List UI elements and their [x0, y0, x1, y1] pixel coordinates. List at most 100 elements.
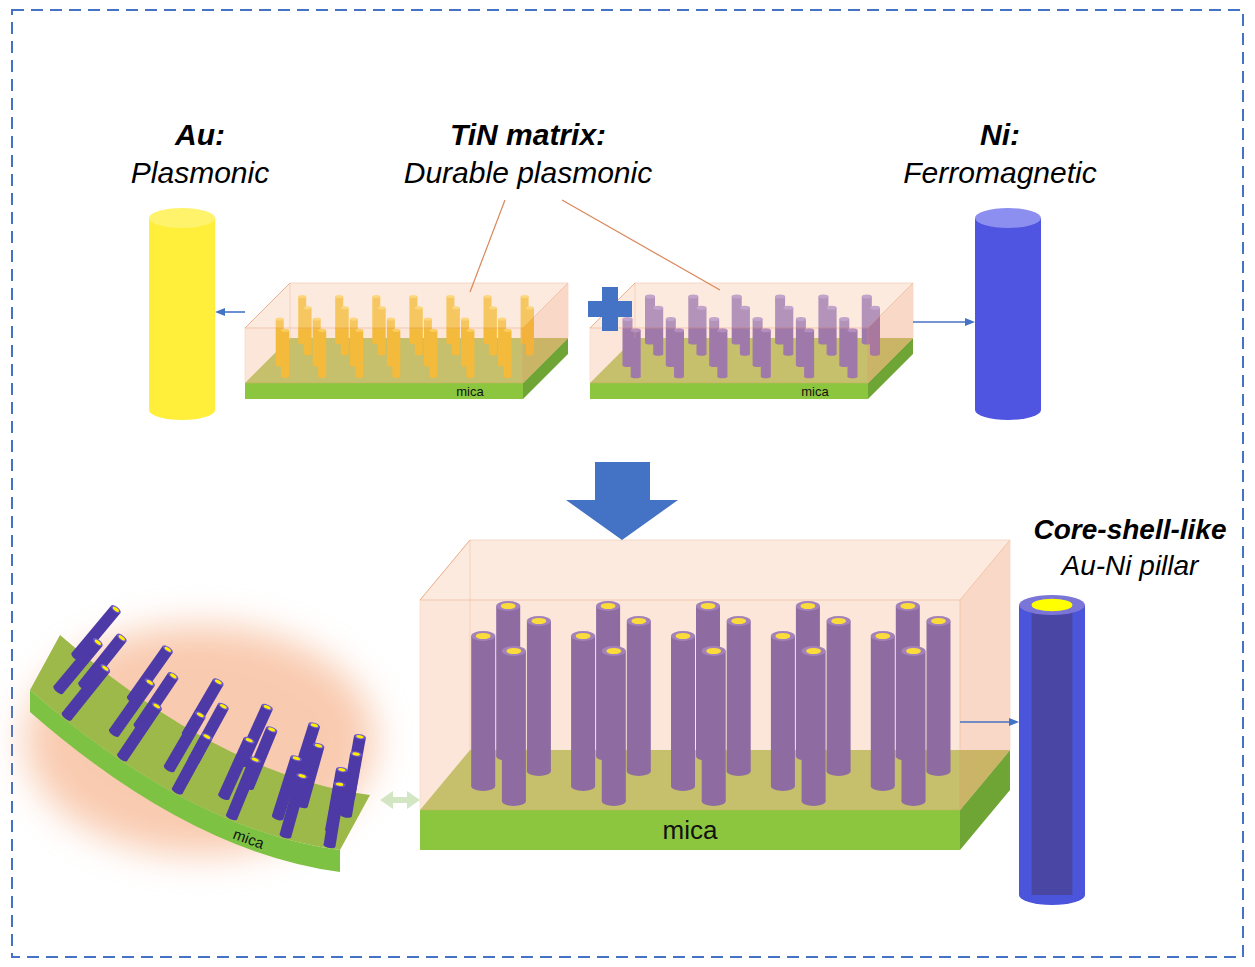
pillar-au-core: [203, 733, 211, 739]
pillar-top: [200, 731, 213, 741]
pillar-au-core: [352, 752, 360, 756]
au-tin-film: mica: [245, 283, 568, 399]
pillar-au-core: [164, 646, 172, 653]
double-arrow: [389, 797, 411, 803]
pillar-au-core: [196, 712, 204, 718]
matrix-front-face: [590, 328, 868, 383]
heading-text: Ni:: [903, 116, 1096, 154]
bent-nanopillar: [171, 731, 214, 796]
text-group: Core-shell-likeAu-Ni pillar: [1034, 512, 1227, 584]
matrix-edge: [420, 540, 470, 600]
film-drawings: [149, 208, 1085, 905]
substrate-label: mica: [663, 814, 718, 847]
mica-front-face: [245, 383, 523, 399]
substrate-label: mica: [801, 383, 828, 400]
matrix-edge: [635, 283, 636, 338]
bent-nanopillar: [116, 701, 163, 763]
pillar-top: [194, 710, 207, 720]
mica-front-face: [420, 810, 960, 850]
ni-tin-film: mica: [590, 283, 913, 399]
leader-line: [562, 200, 720, 290]
pillar-top: [143, 677, 156, 688]
pillar-core: [1032, 605, 1073, 895]
pillar-top: [1019, 595, 1085, 615]
pillar-au-core: [153, 703, 161, 710]
pillar-au-core: [356, 734, 364, 738]
pillar-body: [62, 664, 110, 720]
bent-nanopillar: [279, 772, 309, 840]
matrix-top-face: [590, 283, 913, 328]
pillar-top: [333, 781, 346, 788]
ni-pillar: Ni:Ferromagnetic: [975, 208, 1041, 420]
plus-sign: [588, 287, 632, 331]
pillar-body: [172, 734, 212, 794]
pillar-top: [150, 701, 163, 712]
pillar-top: [296, 772, 309, 780]
text-group: mica: [456, 383, 483, 400]
heading-text: Core-shell-like: [1034, 512, 1227, 548]
ni-film-box: [590, 283, 913, 399]
subtitle-text: Au-Ni pillar: [1034, 548, 1227, 584]
pillar-top: [212, 677, 225, 687]
matrix-side-face: [523, 283, 568, 383]
pillar-body: [226, 757, 261, 819]
mica-front-face: [590, 383, 868, 399]
leader-line: [470, 200, 505, 292]
au-ni-tin-film: mica: [420, 540, 960, 850]
pillar-au-core: [94, 639, 102, 646]
pillar-top: [99, 662, 111, 673]
pillar-au-core: [214, 679, 222, 685]
pillar-au-core: [310, 723, 318, 728]
bent-film: mica: [20, 600, 380, 890]
matrix-side-face: [868, 283, 913, 383]
pillar-au-core: [169, 672, 177, 679]
pointer-arrow: [222, 311, 245, 313]
pillar-au-core: [118, 634, 126, 641]
pillar-au-core: [1032, 599, 1073, 611]
pillar-au-core: [338, 767, 346, 771]
subtitle-text: Plasmonic: [131, 154, 269, 192]
matrix-edge: [245, 283, 290, 328]
matrix-front-face: [245, 328, 523, 383]
pillar-au-core: [298, 773, 306, 778]
substrate-label: mica: [231, 824, 267, 853]
text-group: Au:Plasmonic: [131, 116, 269, 192]
au-ni-film-box: [420, 540, 1010, 850]
substrate-label: mica: [456, 383, 483, 400]
pillar-top: [92, 637, 104, 649]
pillar-au-core: [251, 757, 259, 763]
pillar-au-core: [336, 782, 344, 786]
text-group: mica: [663, 814, 718, 847]
pillar-top: [243, 735, 256, 744]
pillar-au-core: [146, 679, 154, 686]
bent-film-drawing: [25, 604, 375, 872]
pillar-top: [149, 208, 215, 228]
pillar-au-core: [268, 727, 276, 733]
bent-nanopillar: [225, 755, 262, 822]
pillar-top: [336, 766, 349, 773]
au-film-box: [245, 283, 568, 399]
text-group: mica: [801, 383, 828, 400]
pillar-top: [354, 733, 367, 740]
au-cylinder: [149, 208, 215, 420]
pillar-top: [217, 701, 230, 711]
pillar-top: [975, 208, 1041, 228]
ni-cylinder: [975, 208, 1041, 420]
core-shell-pillar: Core-shell-likeAu-Ni pillar: [1019, 595, 1085, 905]
pillar-au-core: [245, 737, 253, 743]
pillar-body: [149, 218, 215, 410]
pillar-au-core: [292, 756, 300, 761]
down-arrow: [566, 462, 678, 540]
matrix-edge: [290, 283, 291, 338]
pillar-au-core: [263, 704, 271, 710]
matrix-top-face: [245, 283, 568, 328]
pillar-body: [117, 703, 162, 761]
subtitle-text: Durable plasmonic: [404, 154, 652, 192]
pillar-top: [261, 702, 274, 711]
pillar-top: [308, 721, 321, 729]
dashed-frame: [12, 10, 1243, 957]
pillar-body: [324, 783, 346, 846]
pointer-arrow: [913, 321, 968, 323]
plus-bar: [602, 287, 618, 331]
